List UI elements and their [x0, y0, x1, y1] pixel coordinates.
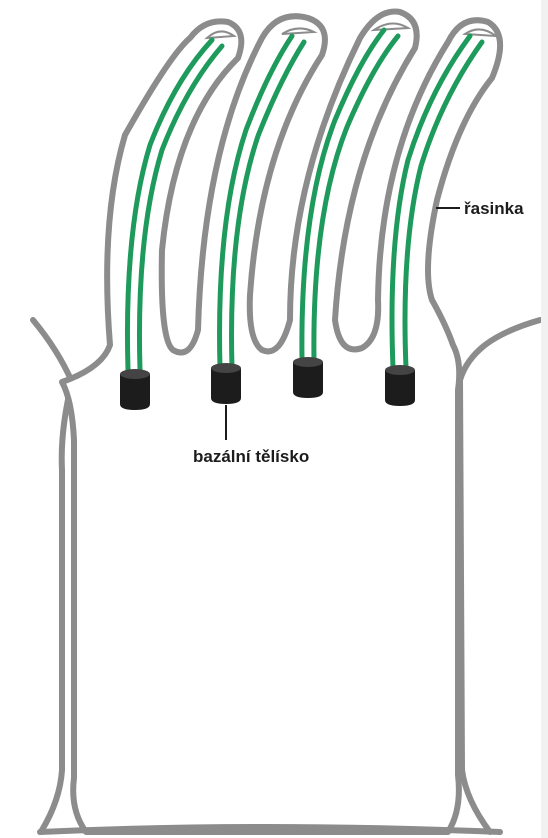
page-edge: [541, 0, 548, 838]
basal-body-1: [120, 369, 150, 410]
cilium-label: řasinka: [464, 199, 524, 219]
basal-body-2: [211, 363, 241, 404]
basal-body-label: bazální tělísko: [193, 447, 309, 467]
neighbor-cell-membrane-right: [460, 320, 540, 832]
basal-body-3: [293, 357, 323, 398]
basal-body-4: [385, 365, 415, 406]
